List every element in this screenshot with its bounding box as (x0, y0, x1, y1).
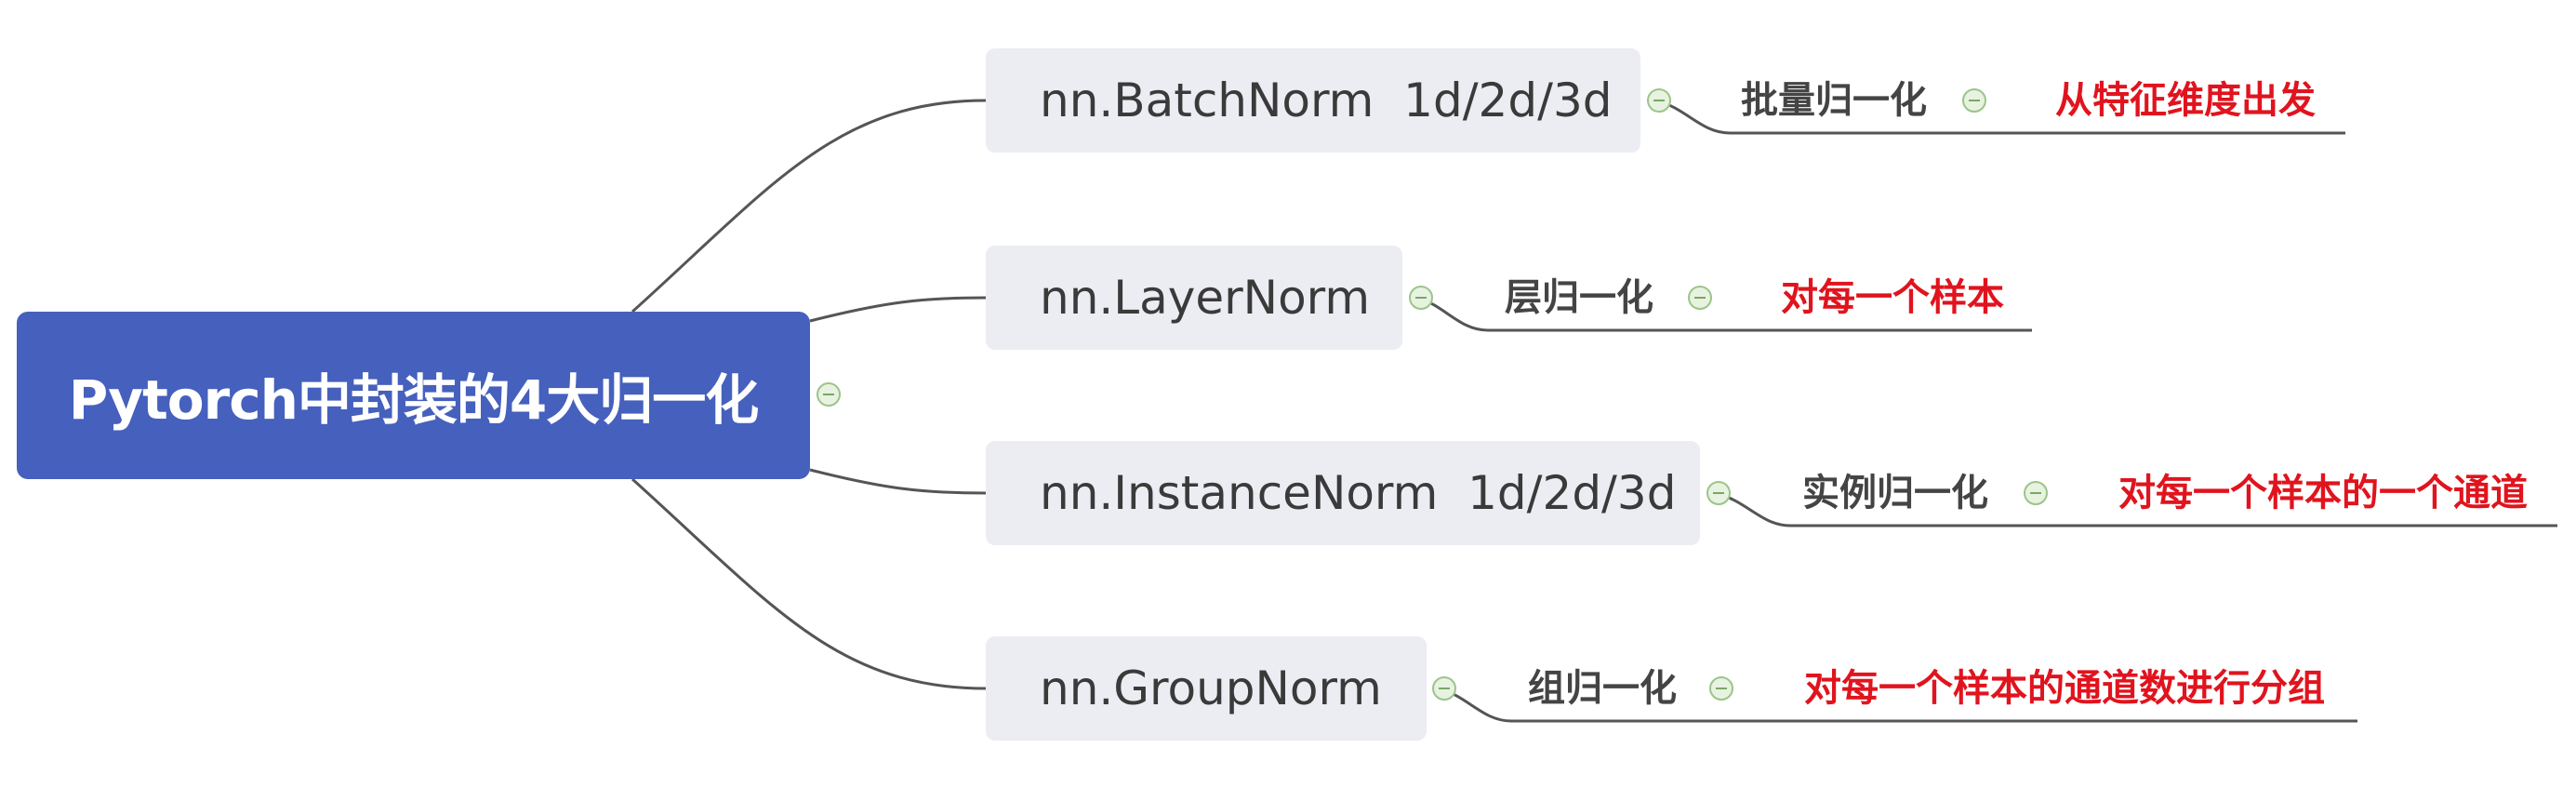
node-groupnorm[interactable]: nn.GroupNorm (986, 636, 1427, 741)
label-layernorm-name[interactable]: 层归一化 (1505, 276, 1653, 319)
label-instancenorm-collapse-minus-icon[interactable] (2024, 481, 2048, 505)
label-batchnorm-desc[interactable]: 从特征维度出发 (2055, 79, 2316, 122)
label-layernorm-desc[interactable]: 对每一个样本 (1781, 276, 2004, 319)
node-groupnorm-collapse-minus-icon[interactable] (1432, 676, 1456, 701)
label-layernorm-collapse-minus-icon[interactable] (1688, 286, 1712, 310)
label-groupnorm-collapse-minus-icon[interactable] (1709, 676, 1733, 701)
node-instancenorm-label: nn.InstanceNorm 1d/2d/3d (1040, 466, 1677, 520)
connector-root-groupnorm (631, 477, 987, 690)
node-batchnorm[interactable]: nn.BatchNorm 1d/2d/3d (986, 48, 1640, 153)
label-groupnorm-name[interactable]: 组归一化 (1528, 667, 1677, 710)
node-layernorm-collapse-minus-icon[interactable] (1409, 286, 1433, 310)
label-instancenorm-name[interactable]: 实例归一化 (1802, 472, 1988, 514)
root-collapse-minus-icon[interactable] (817, 382, 841, 407)
node-groupnorm-label: nn.GroupNorm (1040, 661, 1382, 715)
node-batchnorm-label: nn.BatchNorm 1d/2d/3d (1040, 73, 1613, 127)
root-topic[interactable]: Pytorch中封装的4大归一化 (17, 312, 810, 479)
connector-root-layernorm (809, 296, 987, 323)
node-instancenorm-collapse-minus-icon[interactable] (1706, 481, 1731, 505)
node-instancenorm[interactable]: nn.InstanceNorm 1d/2d/3d (986, 441, 1700, 545)
node-batchnorm-collapse-minus-icon[interactable] (1647, 88, 1671, 113)
label-batchnorm-collapse-minus-icon[interactable] (1962, 88, 1986, 113)
root-title: Pytorch中封装的4大归一化 (68, 368, 760, 432)
node-layernorm-label: nn.LayerNorm (1040, 271, 1371, 325)
label-groupnorm-desc[interactable]: 对每一个样本的通道数进行分组 (1804, 667, 2325, 710)
connector-root-instancenorm (809, 468, 987, 495)
connector-root-batchnorm (631, 99, 987, 314)
node-layernorm[interactable]: nn.LayerNorm (986, 246, 1402, 350)
label-batchnorm-name[interactable]: 批量归一化 (1741, 79, 1927, 122)
label-instancenorm-desc[interactable]: 对每一个样本的一个通道 (2118, 472, 2528, 514)
